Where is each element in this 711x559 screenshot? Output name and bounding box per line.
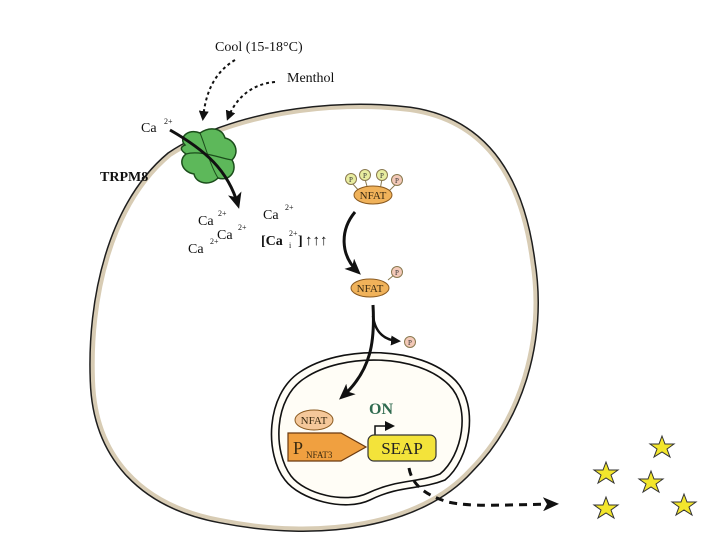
nuclear-nfat-label: NFAT (301, 415, 328, 427)
concentration-label: [Ca (261, 234, 283, 249)
cool-stimulus-label: Cool (15-18°C) (215, 40, 303, 55)
phosphate-label: P (395, 177, 399, 185)
phosphate-icon (345, 173, 357, 185)
star-icon (670, 492, 698, 517)
transcription-start-arrow (374, 421, 395, 437)
nfat-label: NFAT (360, 190, 387, 202)
charge-superscript: 2+ (210, 237, 219, 246)
phosphate-icon (391, 174, 403, 186)
nuclear-nfat (294, 409, 334, 431)
phosphate-icon (391, 266, 403, 278)
transcription-on-label: ON (369, 401, 393, 418)
phosphate-label: P (349, 176, 353, 184)
calcium-concentration-increase: [Ca i 2+ ] ↑↑↑ (261, 229, 328, 250)
star-icon (592, 495, 620, 520)
phosphate-label: P (408, 339, 412, 347)
dephosphorylation-arrow (342, 211, 361, 275)
seap-reporter-gene (367, 434, 437, 462)
charge-superscript: 2+ (218, 209, 227, 218)
phosphate-label: P (363, 172, 367, 180)
promoter-subscript: NFAT3 (306, 450, 333, 460)
phosphate-label: P (380, 172, 384, 180)
trpm8-label: TRPM8 (100, 170, 148, 185)
extracellular-calcium-label: Ca (141, 121, 157, 136)
promoter-pnfat3 (287, 432, 368, 462)
cool-stimulus-arrow (198, 59, 236, 121)
star-icon (648, 434, 676, 459)
nucleus (270, 351, 471, 506)
concentration-bracket: ] (298, 234, 303, 249)
phosphate-icon (359, 169, 371, 181)
intracellular-calcium-label: Ca (188, 242, 204, 257)
star-icon (592, 460, 620, 485)
increase-arrows-icon: ↑↑↑ (305, 233, 328, 249)
menthol-stimulus-label: Menthol (287, 71, 335, 86)
seap-label: SEAP (381, 439, 423, 458)
phosphate-release-arrow (371, 315, 401, 346)
intracellular-calcium-label: Ca (217, 228, 233, 243)
charge-superscript: 2+ (164, 117, 173, 126)
concentration-subscript: i (289, 241, 292, 250)
nfat-phosphorylated: P P P P NFAT (345, 169, 403, 205)
charge-superscript: 2+ (238, 223, 247, 232)
secreted-seap-stars (592, 434, 698, 520)
intracellular-calcium-label: Ca (263, 208, 279, 223)
calcium-influx-arrow (169, 128, 242, 209)
charge-superscript: 2+ (285, 203, 294, 212)
nfat-label: NFAT (357, 283, 384, 295)
seap-secretion-arrow (407, 467, 559, 512)
nfat-partially-dephosphorylated: P NFAT (350, 266, 403, 298)
menthol-stimulus-arrow (225, 81, 276, 121)
phosphate-icon (376, 169, 388, 181)
released-phosphate-icon (404, 336, 416, 348)
intracellular-calcium-label: Ca (198, 214, 214, 229)
phosphate-label: P (395, 269, 399, 277)
promoter-label: P (293, 438, 303, 458)
star-icon (637, 469, 665, 494)
concentration-superscript: 2+ (289, 229, 298, 238)
